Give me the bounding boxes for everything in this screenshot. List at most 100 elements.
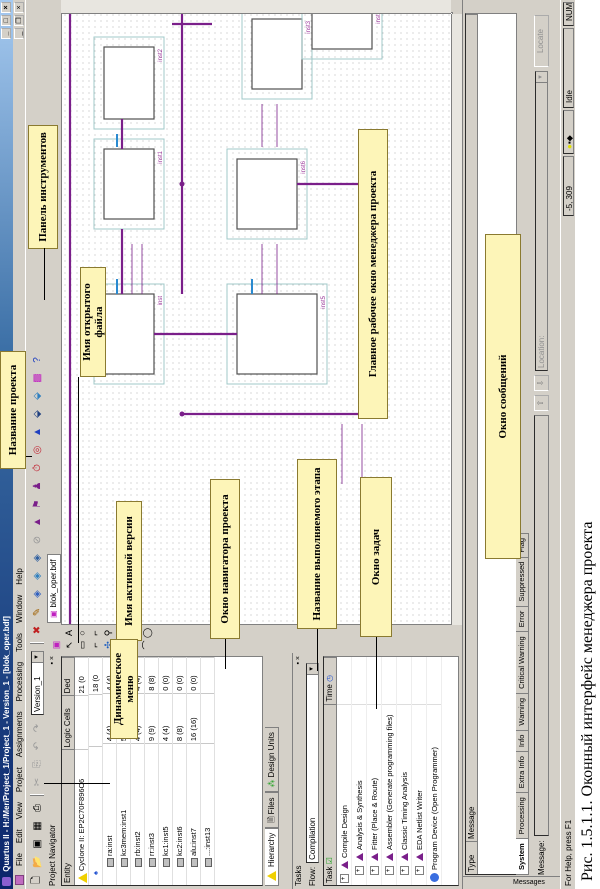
settings-icon[interactable]: ✖: [31, 625, 43, 635]
menu-edit[interactable]: Edit: [14, 829, 24, 844]
tab-files[interactable]: 🗎Files: [265, 792, 279, 828]
next-message-button[interactable]: ⇩: [533, 375, 549, 391]
stop-icon[interactable]: ⊘: [31, 535, 43, 545]
start-compilation-icon[interactable]: ▲: [31, 517, 43, 527]
menu-window[interactable]: Window: [14, 594, 24, 624]
run-task-icon[interactable]: [415, 853, 423, 861]
expand-icon[interactable]: +: [414, 866, 424, 875]
task-item[interactable]: +Classic Timing Analysis: [397, 657, 412, 885]
prev-message-button[interactable]: ⇧: [533, 395, 549, 411]
expand-icon[interactable]: +: [339, 874, 349, 883]
compilation-report-icon[interactable]: ◎: [31, 445, 43, 455]
col-message[interactable]: Message: [466, 14, 477, 841]
menu-assignments[interactable]: Assignments: [14, 711, 24, 758]
expand-icon[interactable]: +: [354, 866, 364, 875]
tab-hierarchy[interactable]: Hierarchy: [265, 827, 279, 886]
redo-icon[interactable]: ↷: [31, 723, 43, 733]
new-file-icon[interactable]: 🗋: [30, 875, 42, 885]
message-field[interactable]: [533, 415, 549, 837]
arc-tool-icon[interactable]: ⌒: [142, 640, 152, 650]
tab-system[interactable]: System: [516, 838, 529, 875]
doc-restore-button[interactable]: ❐: [14, 15, 24, 26]
col-type[interactable]: Type: [466, 841, 477, 874]
file-tab-icon[interactable]: ▣: [51, 640, 61, 650]
table-row-device[interactable]: Cyclone II: EP2C70F896C6 21 (0: [75, 657, 89, 885]
cut-icon[interactable]: ✂: [31, 777, 43, 787]
location-select[interactable]: Location:▼: [534, 71, 548, 371]
menu-project[interactable]: Project: [14, 767, 24, 793]
file-tab[interactable]: ▣ blok_oper.bdf: [47, 554, 61, 623]
menu-view[interactable]: View: [14, 802, 24, 820]
tab-warning[interactable]: Warning: [516, 692, 529, 731]
menu-tools[interactable]: Tools: [14, 633, 24, 652]
programmer-icon[interactable]: ⬙: [31, 410, 43, 418]
floorplan-icon[interactable]: ◈: [31, 554, 43, 562]
tab-extra-info[interactable]: Extra Info: [516, 751, 529, 794]
task-item[interactable]: +EDA Netlist Writer: [412, 657, 427, 885]
menu-file[interactable]: File: [14, 853, 24, 866]
task-item[interactable]: Program Device (Open Programmer): [427, 657, 442, 885]
tab-processing[interactable]: Processing: [516, 792, 529, 840]
col-entity[interactable]: Entity: [62, 749, 74, 885]
task-item[interactable]: +Assembler (Generate programming files): [382, 657, 397, 885]
col-task[interactable]: Task ☑: [324, 703, 336, 885]
maximize-button[interactable]: □: [1, 15, 11, 26]
assignment-editor-icon[interactable]: ◈: [31, 590, 43, 598]
document-icon[interactable]: [14, 875, 24, 885]
doc-close-button[interactable]: ×: [14, 2, 24, 13]
table-row[interactable]: ...:inst13: [201, 657, 215, 885]
open-file-icon[interactable]: 📂: [31, 855, 43, 869]
text-tool-icon[interactable]: A: [64, 630, 74, 637]
chip-planner-icon[interactable]: ⬙: [31, 392, 43, 400]
flow-select[interactable]: Compilation ▼: [306, 662, 319, 863]
col-ded[interactable]: Ded: [62, 657, 74, 696]
minimize-button[interactable]: _: [1, 28, 11, 39]
task-item[interactable]: +Fitter (Place & Route): [367, 657, 382, 885]
undo-icon[interactable]: ↶: [31, 741, 43, 751]
copy-icon[interactable]: ⎘: [31, 760, 43, 768]
orthogonal-node-tool-icon[interactable]: ⌐: [90, 642, 100, 648]
tab-suppressed[interactable]: Suppressed: [516, 556, 529, 607]
doc-minimize-button[interactable]: _: [14, 28, 24, 39]
save-all-icon[interactable]: ▦: [31, 821, 43, 831]
version-select[interactable]: Version_1 ▼: [30, 651, 44, 715]
col-logic-cells[interactable]: Logic Cells: [62, 695, 74, 750]
run-task-icon[interactable]: [385, 853, 393, 861]
help-icon[interactable]: ?: [31, 357, 43, 363]
zoom-tool-icon[interactable]: ⚲: [103, 629, 113, 637]
run-task-icon[interactable]: [355, 853, 363, 861]
close-button[interactable]: ×: [1, 2, 11, 13]
timing-icon[interactable]: ⏱: [31, 464, 43, 472]
run-task-icon[interactable]: [400, 853, 408, 861]
vertical-scrollbar[interactable]: [61, 0, 451, 14]
col-time[interactable]: Time ◷: [324, 657, 336, 704]
menu-processing[interactable]: Processing: [14, 661, 24, 702]
selection-tool-icon[interactable]: ↖: [64, 641, 74, 649]
rtl-viewer-icon[interactable]: ▩: [31, 373, 43, 383]
task-item[interactable]: +Analysis & Synthesis: [352, 657, 367, 885]
print-icon[interactable]: ⎙: [31, 804, 43, 812]
expand-icon[interactable]: +: [369, 866, 379, 875]
sim-icon[interactable]: ▲: [31, 427, 43, 437]
orthogonal-bus-tool-icon[interactable]: ⌐: [90, 630, 100, 636]
tab-critical-warning[interactable]: Critical Warning: [516, 631, 529, 694]
run-task-icon[interactable]: [370, 853, 378, 861]
pencil-icon[interactable]: ✎: [31, 607, 43, 617]
pin-planner-icon[interactable]: ◈: [31, 572, 43, 580]
table-row-top[interactable]: ♠ 18 (0: [89, 657, 103, 885]
task-item[interactable]: +Compile Design: [337, 657, 352, 885]
analysis-icon[interactable]: ⚑: [31, 499, 43, 509]
schematic-canvas[interactable]: instinst1inst2inst3inst5inst6inst7inst13: [61, 12, 453, 625]
locate-button[interactable]: Locate: [533, 15, 549, 67]
expand-icon[interactable]: +: [384, 866, 394, 875]
tab-error[interactable]: Error: [516, 605, 529, 633]
expand-icon[interactable]: +: [399, 866, 409, 875]
save-icon[interactable]: ▣: [31, 839, 43, 849]
menu-help[interactable]: Help: [14, 568, 24, 585]
tab-info[interactable]: Info: [516, 729, 529, 753]
panel-close-icon[interactable]: ▪ ×: [295, 656, 302, 665]
